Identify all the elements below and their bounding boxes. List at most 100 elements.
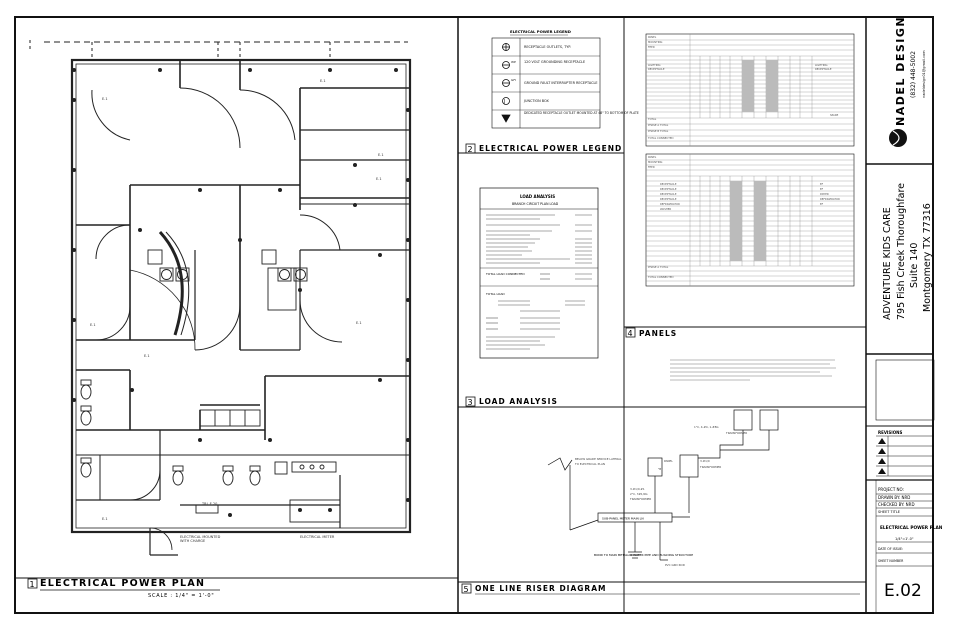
load-total-label: TOTAL LOAD — [485, 292, 505, 296]
date-of-issue-label: DATE OF ISSUE: — [878, 547, 903, 551]
svg-text:WASHER: WASHER — [660, 207, 671, 211]
load-heading: LOAD ANALYSIS — [520, 194, 555, 199]
svg-text:EF: EF — [820, 187, 824, 191]
svg-text:TOTAL: TOTAL — [648, 117, 657, 121]
svg-text:2"C, 3#1/0G: 2"C, 3#1/0G — [630, 492, 648, 496]
svg-text:RECEPTACLE: RECEPTACLE — [660, 182, 677, 186]
view-2-title: ELECTRICAL POWER LEGEND — [479, 144, 622, 153]
svg-text:REFRIGERATOR: REFRIGERATOR — [660, 202, 680, 206]
svg-text:RECEPTACLE: RECEPTACLE — [815, 67, 832, 71]
load-total-connected-label: TOTAL LOAD CONNECTED — [485, 272, 525, 276]
riser-main-label: SUB-PANEL METER MAIN LN — [602, 517, 644, 521]
drawn-by: DRAWN BY: NRD — [878, 495, 910, 500]
svg-text:FEED: FEED — [648, 165, 655, 169]
revisions-label: REVISIONS — [878, 430, 903, 435]
view-1-number: 1 — [30, 580, 35, 589]
svg-text:MOUNTING: MOUNTING — [648, 160, 662, 164]
svg-text:PHASE A TOTAL: PHASE A TOTAL — [648, 265, 669, 269]
view-title-power-plan: 1 ELECTRICAL POWER PLAN SCALE : 1/4" = 1… — [27, 578, 220, 599]
legend-item-dedicated: DEDICATED RECEPTACLE OUTLET MOUNTED AT 4… — [524, 111, 639, 115]
svg-text:E.1: E.1 — [356, 321, 362, 325]
legend-item-junction-box: JUNCTION BOX — [523, 99, 549, 103]
svg-text:EF: EF — [820, 182, 824, 186]
svg-text:RECEPTACLE: RECEPTACLE — [660, 187, 677, 191]
sheet-title: ELECTRICAL POWER PLAN — [880, 525, 943, 531]
svg-text:3-#1/0: 3-#1/0 — [700, 459, 710, 463]
view-5-title: ONE LINE RISER DIAGRAM — [475, 584, 606, 593]
svg-text:"B": "B" — [658, 467, 663, 471]
power-legend: ELECTRICAL POWER LEGEND WP GFI J RECEPTA… — [465, 29, 639, 154]
view-4-number: 4 — [628, 329, 633, 338]
svg-text:RECEPTACLE: RECEPTACLE — [660, 197, 677, 201]
title-block: NADEL DESIGN (832) 448-5002 nadeldesign0… — [866, 16, 943, 612]
company-email: nadeldesign01@gmail.com — [922, 50, 926, 98]
view-3-number: 3 — [468, 398, 473, 407]
project-address-2: Suite 140 — [909, 243, 920, 288]
legend-item-gfi: GROUND FAULT INTERRUPTER RECEPTACLE — [524, 81, 598, 85]
project-no-label: PROJECT NO: — [878, 487, 904, 492]
sheet-number: E.02 — [884, 581, 922, 601]
svg-text:E.1: E.1 — [376, 177, 382, 181]
view-3-title: LOAD ANALYSIS — [479, 397, 558, 406]
svg-text:SPARE: SPARE — [830, 113, 839, 117]
revision-delta-icon — [878, 448, 886, 454]
svg-text:1"C, 4-#4, 1-#8G: 1"C, 4-#4, 1-#8G — [694, 425, 719, 429]
legend-heading: ELECTRICAL POWER LEGEND — [510, 29, 571, 34]
svg-text:WP: WP — [511, 60, 516, 64]
company-phone: (832) 448-5002 — [910, 51, 917, 98]
one-line-riser-diagram: SUB-PANEL METER MAIN LN 1"C, 4-#4, 1-#8G… — [461, 359, 860, 595]
svg-text:LIGHTING: LIGHTING — [815, 63, 827, 67]
svg-text:ELECTRICAL MOUNTED: ELECTRICAL MOUNTED — [180, 535, 221, 539]
load-analysis: LOAD ANALYSIS BRANCH CIRCUIT PLAN LOAD T… — [465, 187, 599, 407]
revision-delta-icon — [878, 468, 886, 474]
svg-text:RECEPTACLE: RECEPTACLE — [660, 192, 677, 196]
svg-text:PANEL: PANEL — [648, 155, 657, 159]
checked-by: CHECKED BY: NRD — [878, 502, 915, 507]
svg-text:LIGHTING: LIGHTING — [648, 63, 660, 67]
svg-text:PANEL: PANEL — [648, 35, 657, 39]
company-name: NADEL DESIGN — [894, 16, 907, 126]
svg-text:REFRIGERATOR: REFRIGERATOR — [820, 197, 840, 201]
svg-text:TRANSFORMER: TRANSFORMER — [629, 497, 651, 501]
svg-text:WITH CHARGE: WITH CHARGE — [180, 539, 205, 543]
sheet-border — [14, 16, 934, 614]
view-4-title: PANELS — [639, 329, 677, 338]
svg-text:3-#1/0,#1: 3-#1/0,#1 — [630, 487, 645, 491]
svg-text:TO ELECTRICAL PLAN: TO ELECTRICAL PLAN — [574, 462, 605, 466]
project-name: ADVENTURE KIDS CARE — [882, 207, 893, 320]
view-2-number: 2 — [468, 145, 473, 154]
svg-text:PANEL: PANEL — [664, 459, 673, 463]
nadel-logo-icon — [889, 129, 907, 147]
svg-text:DRYER: DRYER — [820, 192, 829, 196]
svg-text:E.1: E.1 — [378, 153, 384, 157]
svg-text:J: J — [503, 99, 505, 105]
svg-text:E.1: E.1 — [102, 517, 108, 521]
legend-item-receptacle: RECEPTACLE OUTLETS, TYP. — [524, 45, 571, 49]
panel-schedule-a: PANELMOUNTINGFEEDLIGHTINGRECEPTACLETOTAL… — [645, 33, 855, 147]
svg-text:ELECTRICAL METER: ELECTRICAL METER — [300, 535, 335, 539]
legend-item-grounding: 120 VOLT GROUNDING RECEPTACLE — [524, 60, 585, 64]
svg-text:TOTAL CONNECTED: TOTAL CONNECTED — [648, 136, 673, 140]
svg-text:E.1: E.1 — [144, 354, 150, 358]
project-address-1: 795 Fish Creek Thoroughfare — [896, 183, 907, 320]
project-address-3: Montgomery TX 77316 — [922, 203, 933, 312]
revision-delta-icon — [878, 458, 886, 464]
svg-text:PHASE A TOTAL: PHASE A TOTAL — [648, 123, 669, 127]
svg-text:TRANSFORMER: TRANSFORMER — [699, 465, 721, 469]
svg-text:TRANSFORMER: TRANSFORMER — [725, 431, 747, 435]
sheet-scale: 1/4"=1'-0" — [895, 537, 914, 541]
sheet-number-label: SHEET NUMBER — [878, 559, 904, 563]
svg-text:EF: EF — [820, 202, 824, 206]
revision-delta-icon — [878, 438, 886, 444]
svg-text:PHASE B TOTAL: PHASE B TOTAL — [648, 129, 669, 133]
svg-text:FEED: FEED — [648, 45, 655, 49]
load-subheading: BRANCH CIRCUIT PLAN LOAD — [512, 202, 559, 206]
panel-schedules: PANELMOUNTINGFEEDLIGHTINGRECEPTACLETOTAL… — [625, 33, 855, 338]
svg-text:GFI: GFI — [511, 78, 516, 82]
svg-text:BELOW GRADE SERVICE LATERAL: BELOW GRADE SERVICE LATERAL — [575, 457, 622, 461]
view-1-scale: SCALE : 1/4" = 1'-0" — [148, 593, 214, 599]
svg-text:E.1: E.1 — [320, 79, 326, 83]
